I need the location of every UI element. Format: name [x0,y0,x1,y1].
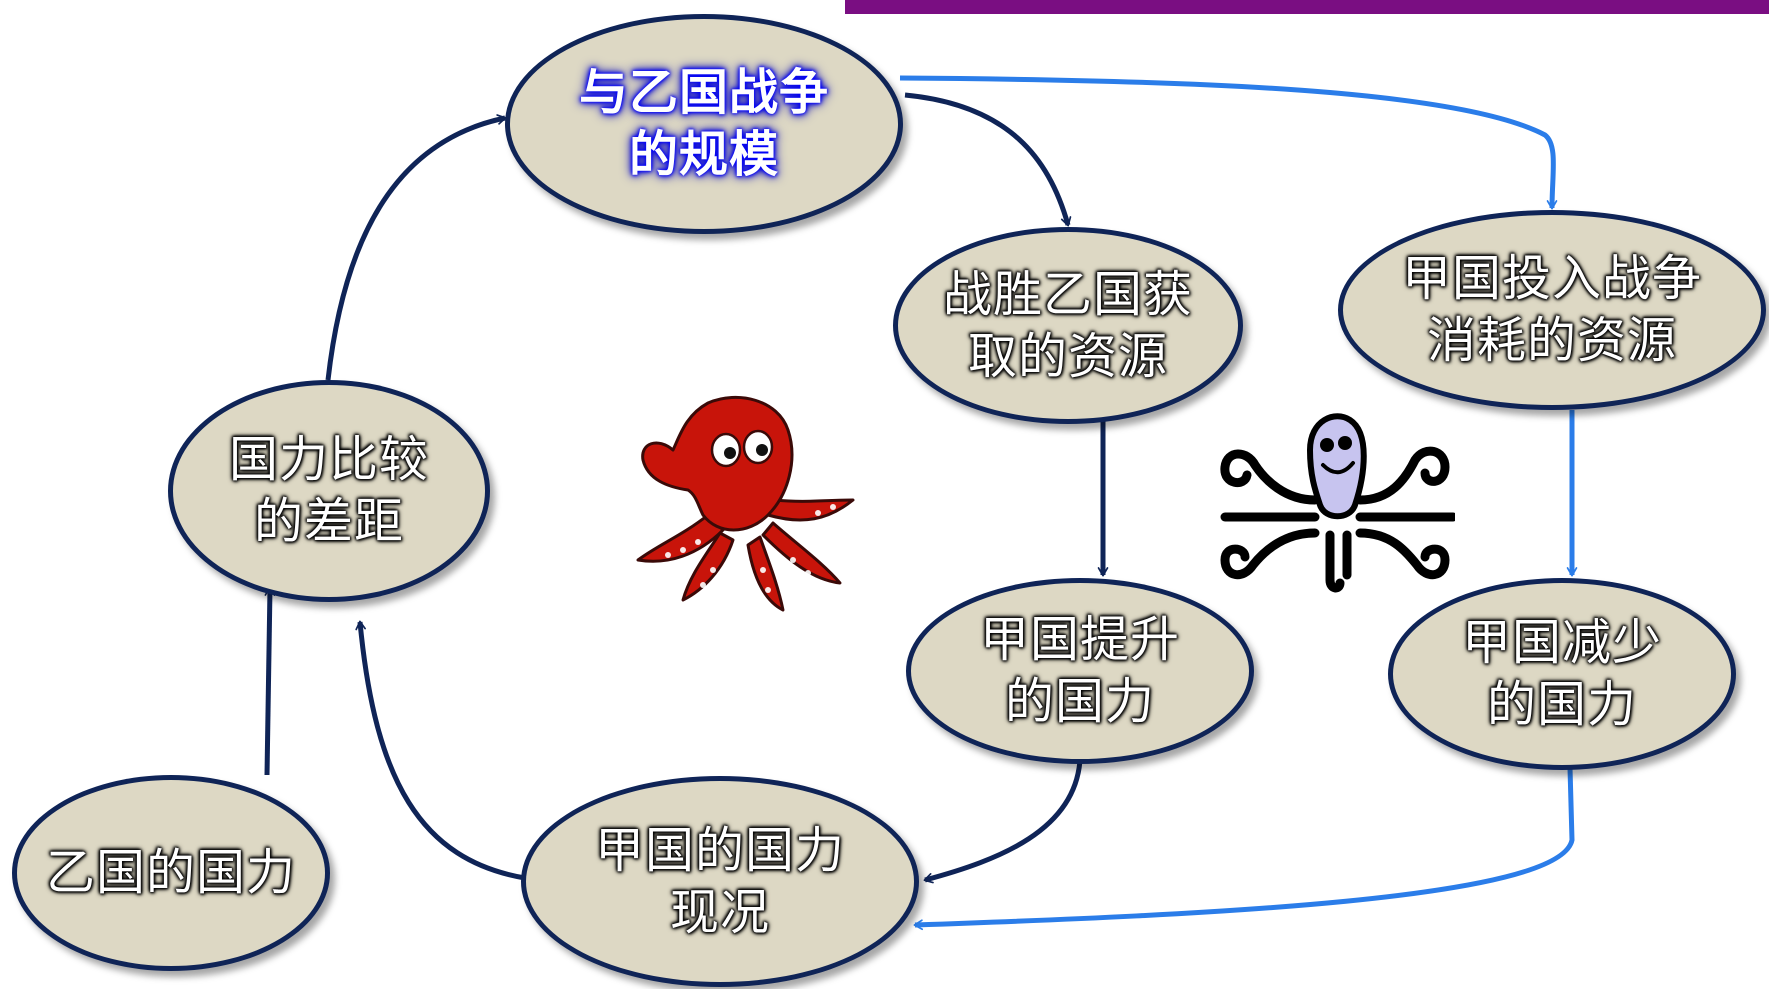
node-war-cost: 甲国投入战争 消耗的资源 [1338,210,1766,410]
node-current-power-label: 甲国的国力 现况 [594,821,845,941]
node-power-compare-label: 国力比较 的差距 [228,431,429,550]
node-power-compare: 国力比较 的差距 [168,380,490,602]
arrow-compare-to-scale [325,114,507,381]
arrow-decrease-to-current [913,767,1575,931]
node-power-increase-label: 甲国提升 的国力 [979,611,1180,730]
node-current-power: 甲国的国力 现况 [521,776,919,987]
black-octopus-icon [1220,413,1455,593]
arrow-scale-to-cost [899,75,1558,210]
node-war-scale: 与乙国战争 的规模 [505,14,903,234]
node-victory-gain-label: 战胜乙国获 取的资源 [942,265,1193,385]
node-enemy-power-label: 乙国的国力 [45,844,296,901]
arrow-scale-to-gain [904,92,1072,227]
node-victory-gain: 战胜乙国获 取的资源 [893,227,1243,424]
node-power-decrease-label: 甲国减少 的国力 [1461,614,1662,733]
node-power-increase: 甲国提升 的国力 [906,578,1254,764]
node-enemy-power: 乙国的国力 [12,775,330,971]
node-war-cost-label: 甲国投入战争 消耗的资源 [1401,250,1702,369]
node-war-scale-label: 与乙国战争 的规模 [578,64,829,183]
top-accent-bar [845,0,1769,14]
arrow-current-to-compare [355,620,526,881]
node-power-decrease: 甲国减少 的国力 [1388,578,1736,770]
arrow-enemy-to-compare [264,586,276,776]
arrow-increase-to-current [923,759,1083,884]
red-octopus-icon [636,395,855,612]
